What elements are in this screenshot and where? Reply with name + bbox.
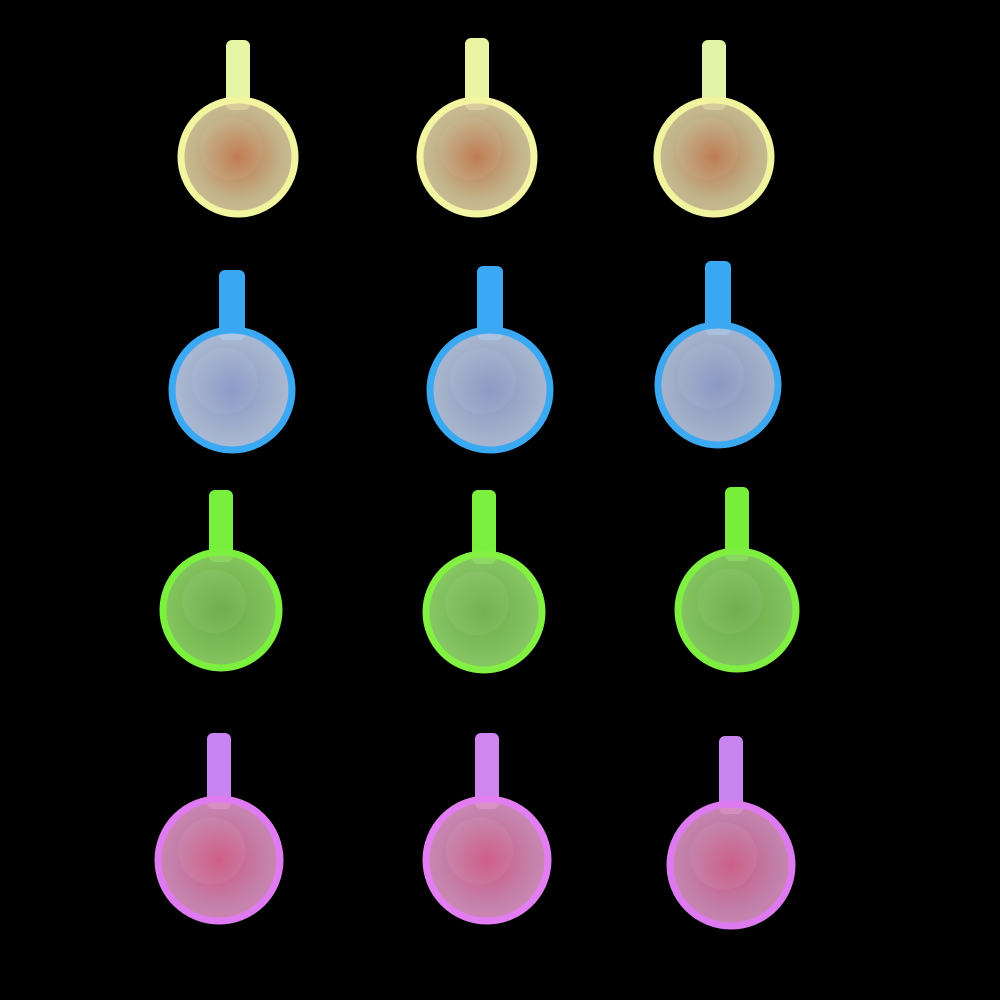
pendant-ring: [177, 96, 299, 218]
pendant-highlight: [677, 343, 744, 409]
pendant-highlight: [199, 117, 263, 180]
pendant-purple-3: [666, 736, 796, 930]
pendant-highlight: [449, 348, 516, 414]
pendant-highlight: [697, 568, 763, 634]
pendant-green-2: [422, 490, 546, 674]
pendant-ring: [416, 96, 538, 218]
pendant-ring: [422, 795, 552, 925]
pendant-ring: [654, 321, 782, 449]
pendant-ring: [666, 800, 796, 930]
pendant-green-3: [674, 487, 800, 673]
pendant-highlight: [445, 571, 509, 636]
pendant-ring: [674, 547, 800, 673]
pendant-highlight: [690, 822, 758, 890]
pendant-ring: [426, 326, 554, 454]
pendant-tab: [475, 733, 499, 809]
pendant-blue-1: [168, 270, 296, 454]
pendant-purple-2: [422, 733, 552, 925]
pendant-highlight: [446, 817, 514, 885]
pendant-tab: [705, 261, 731, 335]
pendant-blue-3: [654, 261, 782, 449]
pendant-ring: [154, 795, 284, 925]
pendant-ring: [159, 548, 283, 672]
pendant-ring: [168, 326, 296, 454]
pendant-highlight: [438, 117, 502, 180]
pendant-tab: [465, 38, 489, 110]
pendant-ring: [653, 96, 775, 218]
pendant-yellow-3: [653, 40, 775, 218]
pendant-highlight: [675, 117, 739, 180]
pendant-tab: [219, 270, 245, 340]
pendant-tab: [226, 40, 250, 110]
pendant-highlight: [182, 569, 246, 634]
pendant-tab: [209, 490, 233, 562]
pendant-green-1: [159, 490, 283, 672]
pendant-tab: [207, 733, 231, 809]
pendant-tab: [702, 40, 726, 110]
pendant-purple-1: [154, 733, 284, 925]
pendant-tab: [725, 487, 749, 561]
pendant-tab: [477, 266, 503, 340]
pendant-highlight: [191, 348, 258, 414]
pendant-grid: [154, 38, 800, 930]
pendant-tab: [719, 736, 743, 814]
pendant-ring: [422, 550, 546, 674]
pendant-yellow-1: [177, 40, 299, 218]
pendant-yellow-2: [416, 38, 538, 218]
pendant-tab: [472, 490, 496, 564]
pendant-blue-2: [426, 266, 554, 454]
pendant-highlight: [178, 817, 246, 885]
